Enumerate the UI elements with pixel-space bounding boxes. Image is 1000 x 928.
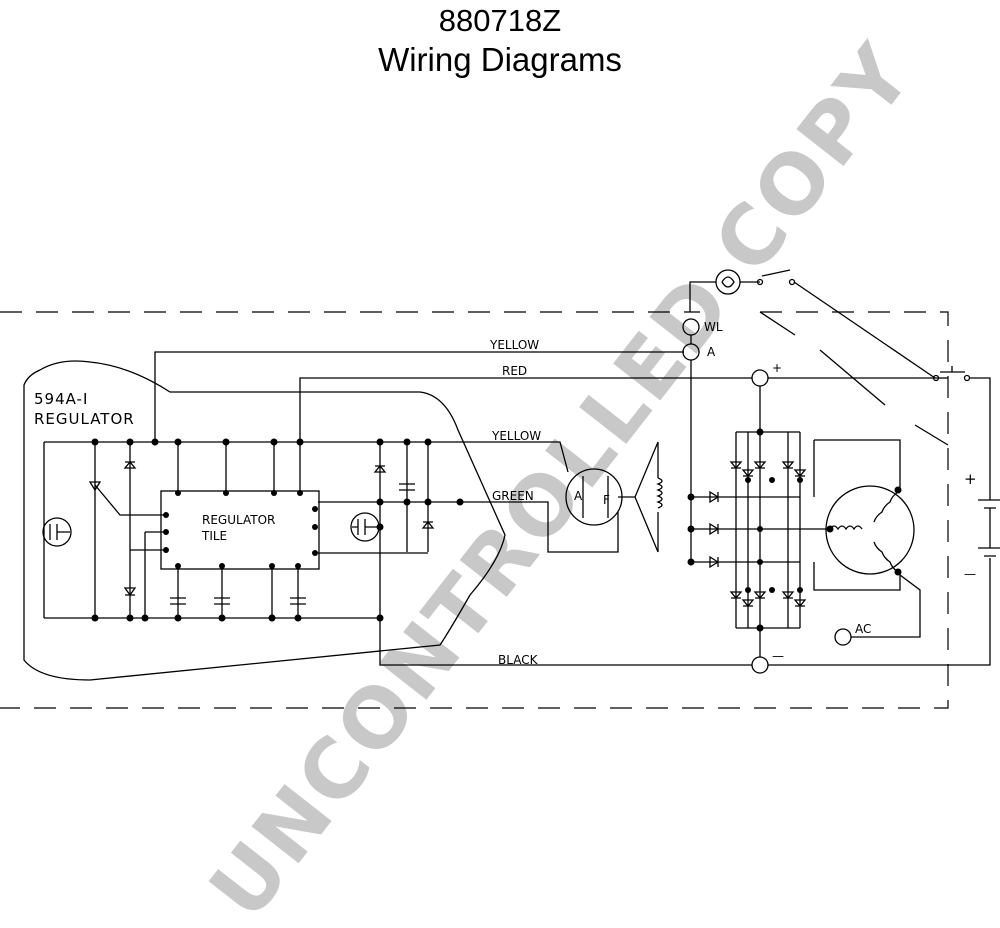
- red-wire: [299, 377, 752, 442]
- diode-icon: [709, 522, 720, 536]
- terminal-positive-label: +: [772, 361, 782, 375]
- yellow-wire-top: [154, 351, 684, 442]
- diode-icon: [421, 520, 435, 529]
- diode-icon: [793, 469, 807, 478]
- wire-label-yellow-top: YELLOW: [489, 338, 539, 352]
- battery-circuit: [759, 311, 1000, 666]
- terminal-positive: [751, 369, 769, 387]
- diode-icon: [729, 461, 743, 470]
- part-number: 880718Z: [438, 3, 562, 38]
- terminal-negative-label: —: [772, 649, 784, 663]
- diode-icon: [373, 464, 387, 473]
- ignition-switch-icon: [761, 269, 791, 277]
- diode-icon: [741, 599, 755, 608]
- page-title: Wiring Diagrams: [378, 41, 622, 78]
- terminal-a-label: A: [707, 345, 716, 359]
- battery-icon: [978, 547, 1000, 557]
- diode-icon: [753, 591, 767, 600]
- diode-icon: [88, 481, 102, 492]
- watermark: UNCONTROLLED COPY: [192, 27, 932, 928]
- diode-icon: [709, 490, 720, 504]
- tile-label-1: REGULATOR: [202, 513, 275, 527]
- battery-icon: [978, 499, 1000, 509]
- terminal-wl-label: WL: [704, 320, 723, 334]
- transistor-left: [42, 517, 72, 547]
- diode-icon: [753, 461, 767, 470]
- harness-wires: [154, 351, 752, 666]
- green-wire: [460, 501, 619, 553]
- warning-lamp-icon: [715, 269, 741, 295]
- watermark-text: UNCONTROLLED COPY: [192, 27, 932, 928]
- regulator-name: REGULATOR: [34, 410, 135, 428]
- warning-lamp-circuit: [689, 269, 936, 379]
- wire-label-yellow-mid: YELLOW: [491, 429, 541, 443]
- field-connector: [565, 441, 663, 553]
- diode-icon: [741, 469, 755, 478]
- diode-icon: [781, 461, 795, 470]
- alternator-boundary: [0, 311, 949, 709]
- wire-label-black: BLACK: [498, 653, 539, 667]
- diode-icon: [781, 591, 795, 600]
- stator: [813, 439, 921, 638]
- regulator-circuit: [42, 438, 464, 622]
- battery-negative-label: —: [964, 567, 976, 581]
- field-terminal-f: F: [603, 493, 610, 507]
- diode-icon: [709, 555, 720, 569]
- battery-switch-icon: [940, 366, 965, 373]
- terminal-ac: [834, 628, 852, 646]
- capacitor-icon: [399, 483, 415, 491]
- regulator-tile: [160, 490, 320, 570]
- capacitor-icon: [170, 597, 186, 605]
- battery-positive-label: +: [964, 470, 978, 488]
- regulator-housing: [23, 360, 506, 681]
- wire-label-red: RED: [502, 364, 527, 378]
- stator-icon: [825, 485, 915, 575]
- diode-icon: [123, 587, 137, 597]
- yellow-wire-mid: [445, 441, 569, 473]
- terminal-negative: [751, 656, 769, 674]
- terminals: [682, 318, 852, 674]
- rectifier-bridge: [687, 377, 940, 657]
- tile-label-2: TILE: [201, 529, 227, 543]
- capacitor-icon: [290, 597, 306, 605]
- regulator-model: 594A-I: [34, 390, 88, 408]
- diode-icon: [729, 591, 743, 600]
- capacitor-icon: [214, 597, 230, 605]
- field-coil-icon: [656, 477, 663, 509]
- black-wire: [379, 618, 752, 666]
- field-terminal-a: A: [574, 489, 583, 503]
- wire-label-green: GREEN: [492, 489, 534, 503]
- diode-icon: [123, 460, 137, 469]
- terminal-ac-label: AC: [855, 622, 871, 636]
- diode-icon: [793, 599, 807, 608]
- page-header: 880718Z Wiring Diagrams: [0, 0, 1000, 80]
